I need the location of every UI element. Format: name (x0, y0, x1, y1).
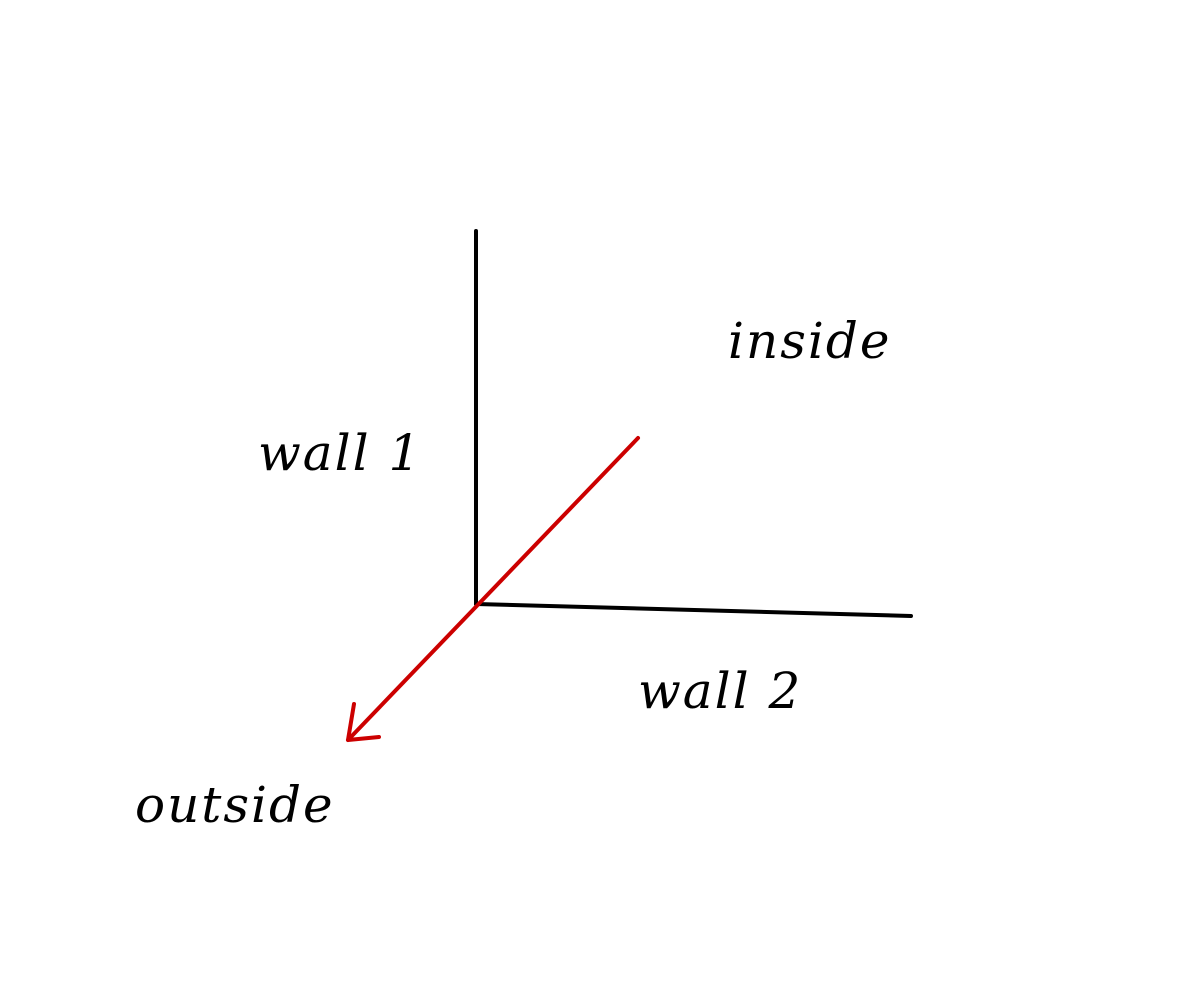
wall-2-label: wall 2 (638, 662, 802, 720)
inside-label: inside (728, 312, 891, 370)
wall-2-line (474, 602, 913, 618)
wall-1-label: wall 1 (258, 424, 422, 482)
outside-label: outside (135, 776, 335, 834)
normal-arrow-head (346, 702, 381, 742)
normal-arrow-shaft (346, 436, 640, 742)
